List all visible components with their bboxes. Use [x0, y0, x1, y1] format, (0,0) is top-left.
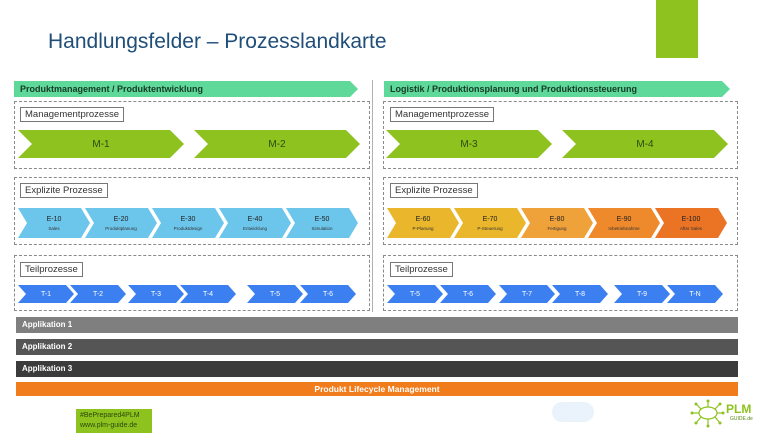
hashtag-text: #BePrepared4PLM — [80, 412, 140, 419]
process-name: After Sales — [679, 225, 702, 231]
process-m-3[interactable]: M-3 — [386, 130, 552, 158]
process-code: E-100 — [681, 215, 701, 223]
process-m-4[interactable]: M-4 — [562, 130, 728, 158]
process-m-1[interactable]: M-1 — [18, 130, 184, 158]
plm-bar[interactable]: Produkt Lifecycle Management — [16, 382, 738, 396]
process-code: E-80 — [549, 215, 565, 223]
right-management-label: Managementprozesse — [390, 107, 494, 122]
process-name: P-Steuerung — [477, 225, 503, 231]
process-code: E-40 — [247, 215, 263, 223]
subprocess-t-n[interactable]: T-N — [667, 285, 723, 303]
process-code: E-90 — [616, 215, 632, 223]
page-title: Handlungsfelder – Prozesslandkarte — [48, 30, 387, 53]
process-code: E-50 — [314, 215, 330, 223]
process-code: E-70 — [482, 215, 498, 223]
left-section-header: Produktmanagement / Produktentwicklung — [14, 81, 358, 97]
logo-main-text: PLM — [726, 402, 752, 416]
left-explicit-box — [14, 177, 370, 245]
right-section-header: Logistik / Produktionsplanung und Produk… — [384, 81, 730, 97]
process-name: Produktdesign — [173, 225, 203, 231]
plm-guide-logo-icon — [690, 399, 725, 428]
process-name: Produktplanung — [105, 225, 137, 231]
right-management-box — [383, 101, 738, 169]
hashtag-box: #BePrepared4PLM www.plm-guide.de — [76, 409, 152, 433]
process-name: Sales — [48, 225, 60, 231]
process-code: E-30 — [180, 215, 196, 223]
process-m-2[interactable]: M-2 — [194, 130, 360, 158]
subprocess-t-4[interactable]: T-4 — [180, 285, 236, 303]
subprocess-t-3[interactable]: T-3 — [128, 285, 184, 303]
process-name: Entwicklung — [242, 225, 267, 231]
process-name: Fertigung — [547, 225, 567, 231]
subprocess-t-6[interactable]: T-6 — [440, 285, 496, 303]
section-divider — [372, 80, 373, 312]
process-code: E-10 — [46, 215, 62, 223]
application-1-bar[interactable]: Applikation 1 — [16, 317, 738, 333]
subprocess-t-5[interactable]: T-5 — [247, 285, 303, 303]
corner-accent — [656, 0, 698, 58]
decorative-blob — [552, 402, 594, 422]
right-explicit-label: Explizite Prozesse — [390, 183, 478, 198]
application-2-bar[interactable]: Applikation 2 — [16, 339, 738, 355]
left-sub-label: Teilprozesse — [20, 262, 83, 277]
process-name: Inbetriebnahme — [608, 225, 640, 231]
application-3-bar[interactable]: Applikation 3 — [16, 361, 738, 377]
logo-sub-text: GUIDE.de — [730, 416, 753, 422]
left-explicit-label: Explizite Prozesse — [20, 183, 108, 198]
subprocess-t-1[interactable]: T-1 — [18, 285, 74, 303]
subprocess-t-8[interactable]: T-8 — [552, 285, 608, 303]
process-name: P-Planung — [412, 225, 434, 231]
left-management-label: Managementprozesse — [20, 107, 124, 122]
left-sub-box — [14, 255, 370, 311]
website-text[interactable]: www.plm-guide.de — [80, 422, 138, 429]
right-explicit-box — [383, 177, 738, 245]
process-code: E-20 — [113, 215, 129, 223]
right-sub-label: Teilprozesse — [390, 262, 453, 277]
process-code: E-60 — [415, 215, 431, 223]
subprocess-t-9[interactable]: T-9 — [614, 285, 670, 303]
subprocess-t-5[interactable]: T-5 — [387, 285, 443, 303]
subprocess-t-6[interactable]: T-6 — [300, 285, 356, 303]
left-management-box — [14, 101, 370, 169]
subprocess-t-2[interactable]: T-2 — [70, 285, 126, 303]
subprocess-t-7[interactable]: T-7 — [499, 285, 555, 303]
right-sub-box — [383, 255, 738, 311]
process-name: Simulation — [311, 225, 333, 231]
